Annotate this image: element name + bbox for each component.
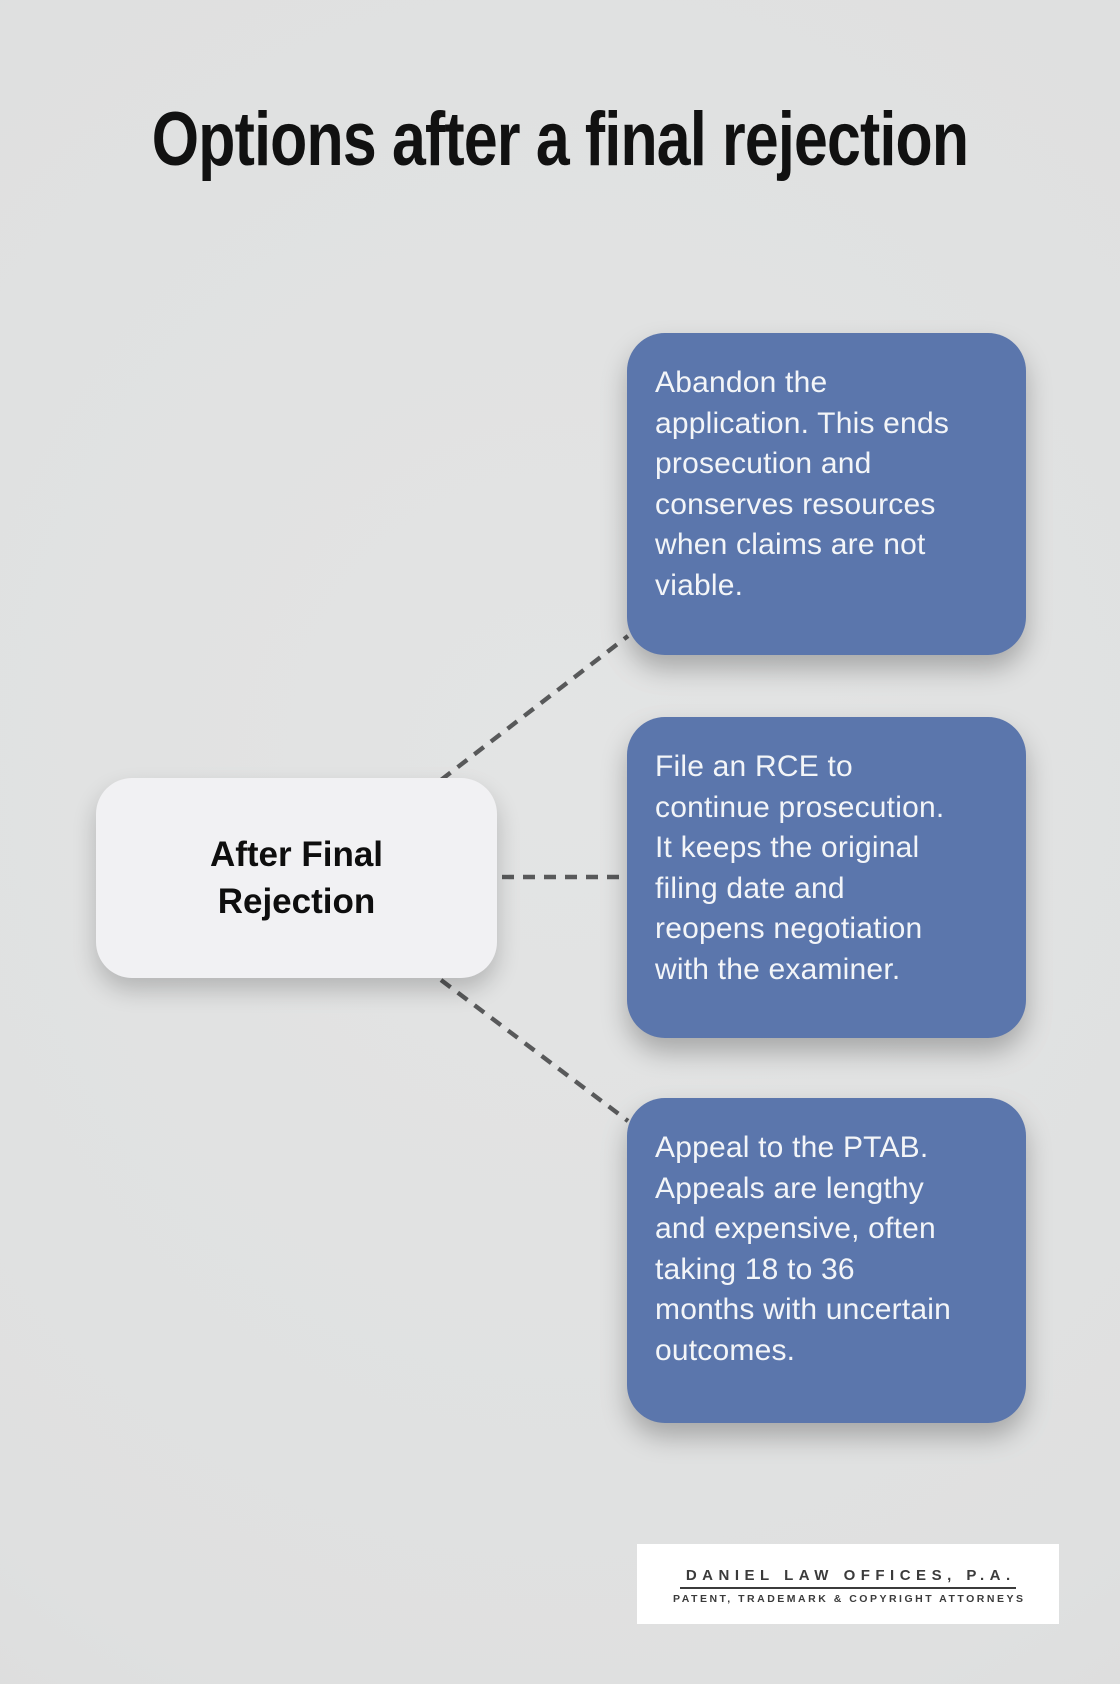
option-card-abandon-text: Abandon the application. This ends prose… xyxy=(655,366,950,602)
logo-tagline: PATENT, TRADEMARK & COPYRIGHT ATTORNEYS xyxy=(673,1593,1026,1605)
logo: DANIEL LAW OFFICES, P.A. PATENT, TRADEMA… xyxy=(637,1544,1059,1624)
option-card-appeal-text: Appeal to the PTAB. Appeals are lengthy … xyxy=(655,1131,952,1367)
option-card-rce-text: File an RCE to continue prosecution. It … xyxy=(655,750,945,986)
option-card-rce: File an RCE to continue prosecution. It … xyxy=(627,717,1026,1038)
logo-firm-name: DANIEL LAW OFFICES, P.A. xyxy=(685,1567,1016,1584)
page-title: Options after a final rejection xyxy=(151,97,969,182)
center-node-label: After Final Rejection xyxy=(209,835,384,921)
logo-divider xyxy=(680,1587,1016,1589)
connector-line-abandon xyxy=(439,634,630,782)
option-card-abandon: Abandon the application. This ends prose… xyxy=(627,333,1026,655)
center-node: After Final Rejection xyxy=(96,778,497,978)
option-card-appeal: Appeal to the PTAB. Appeals are lengthy … xyxy=(627,1098,1026,1423)
connector-line-appeal xyxy=(439,978,630,1123)
